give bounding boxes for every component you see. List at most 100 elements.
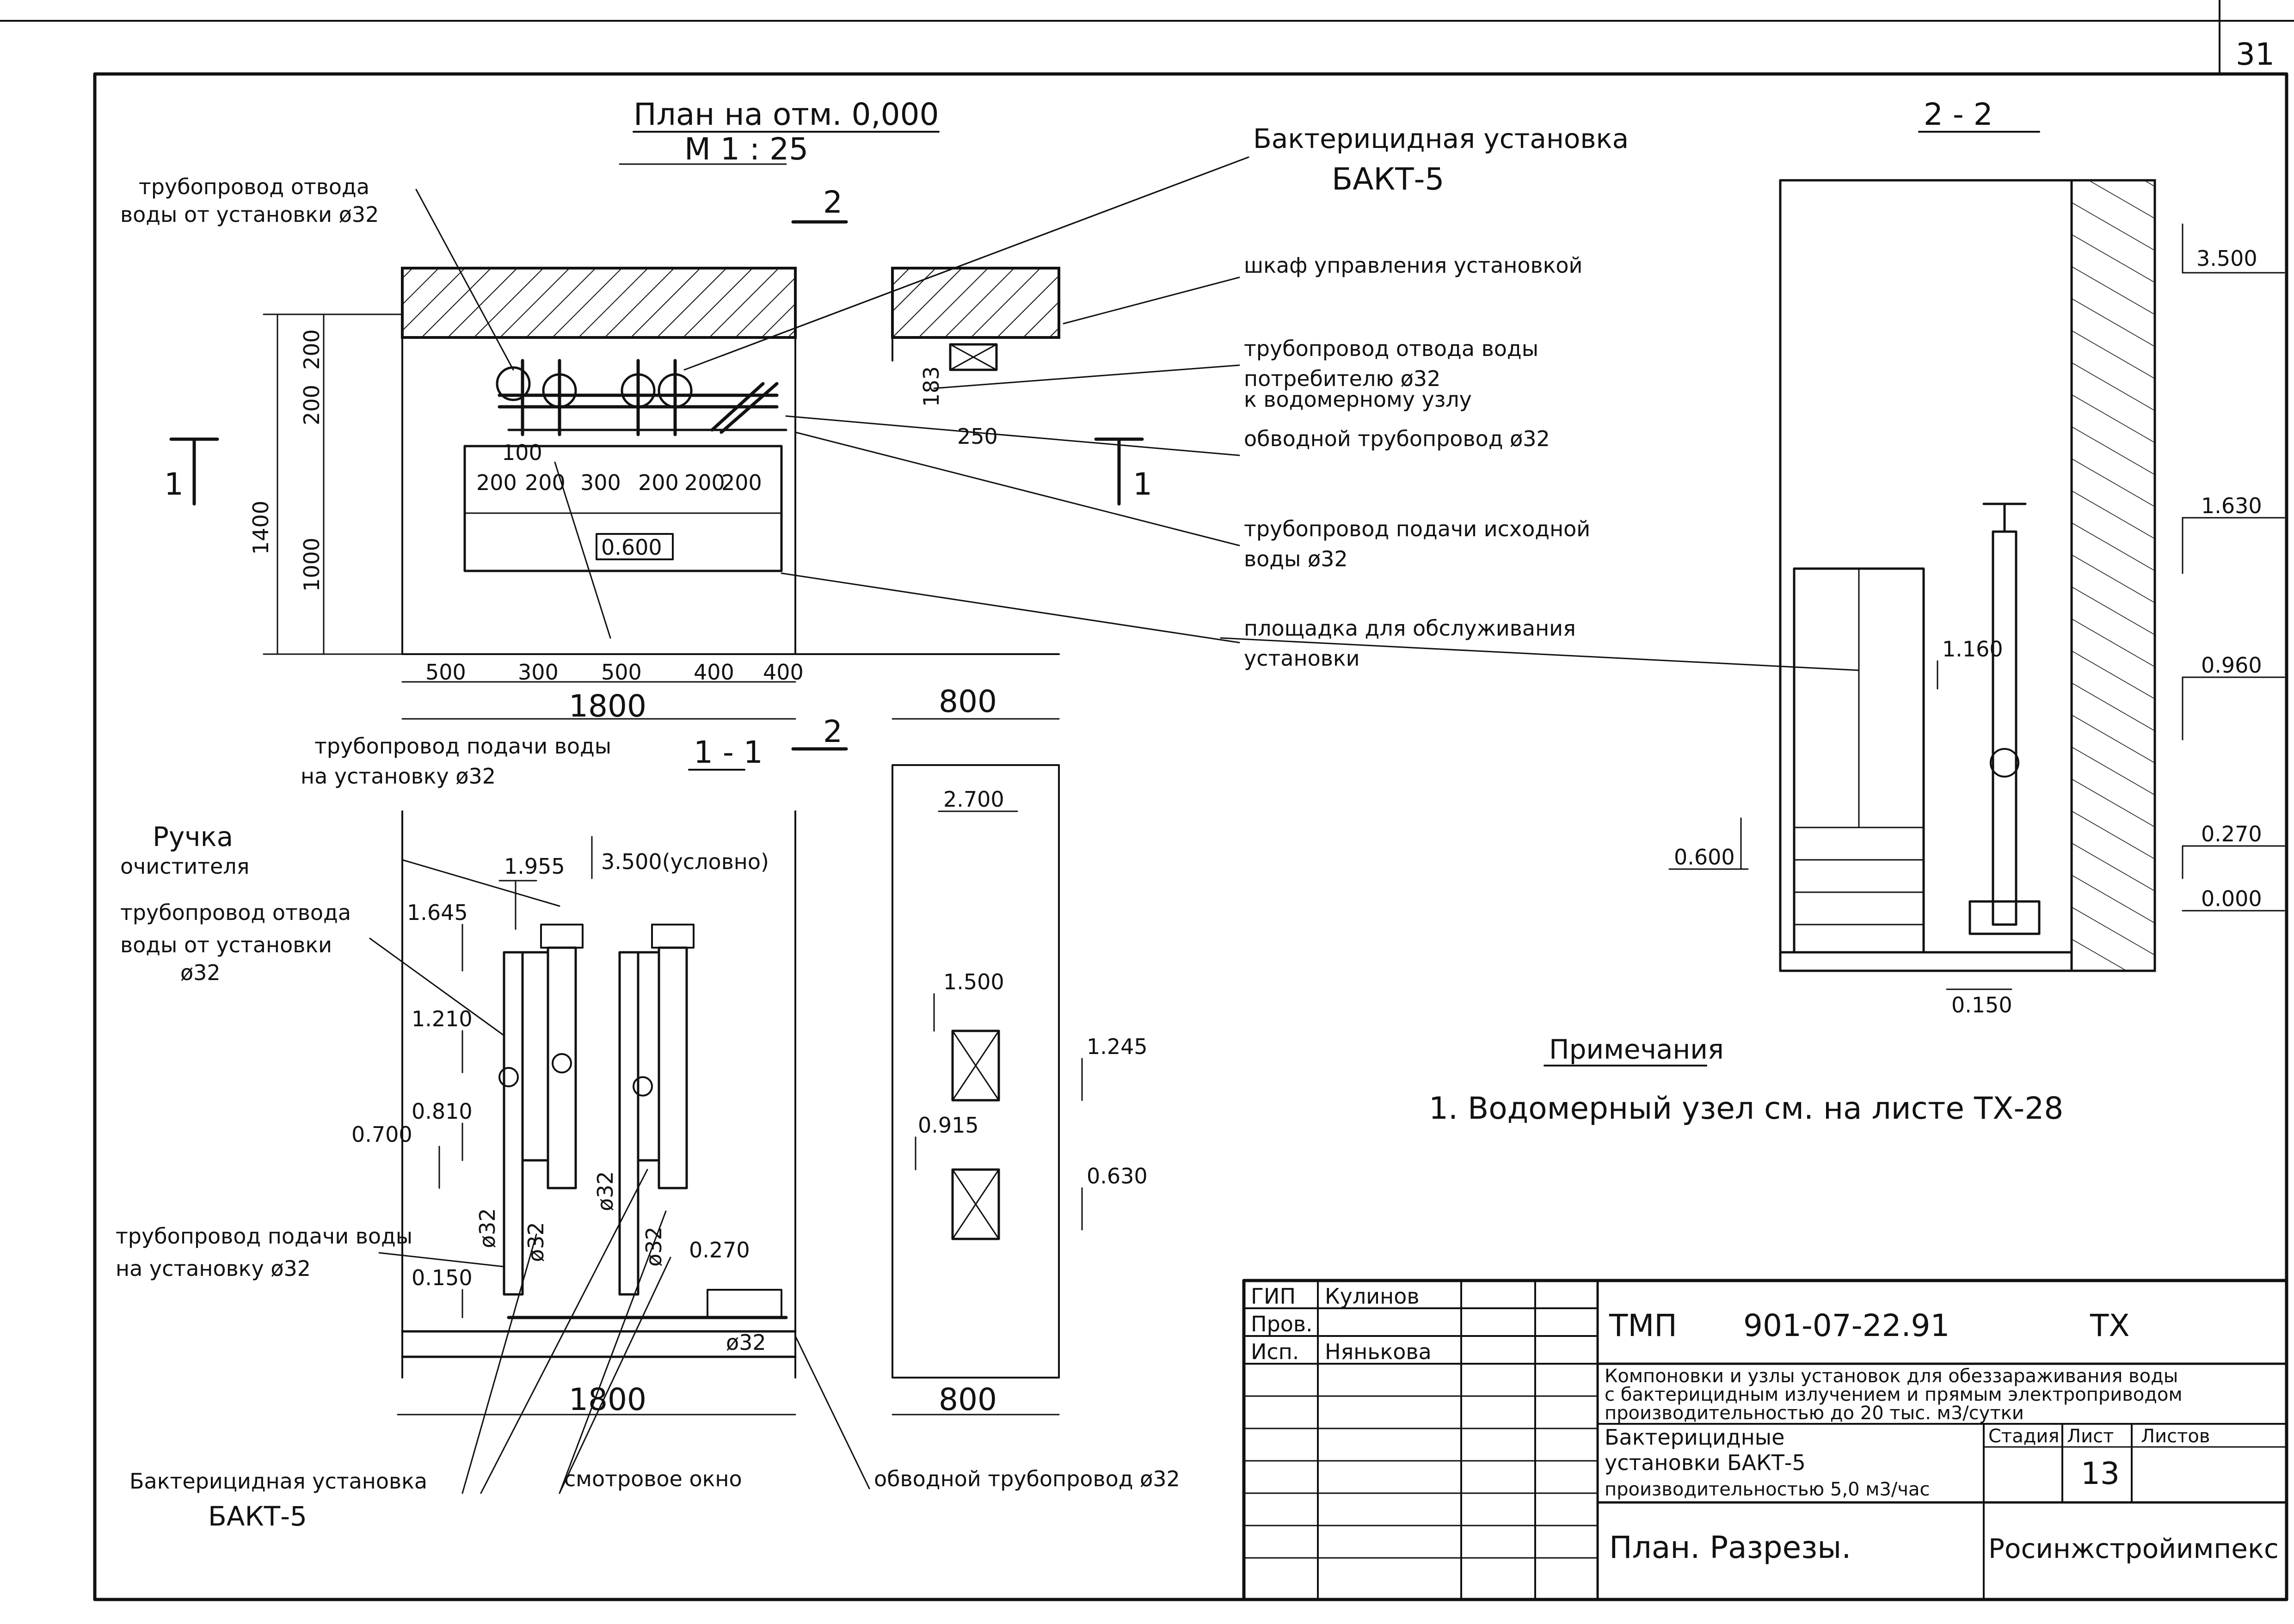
label-unit-1: Бактерицидная установка: [129, 1469, 427, 1494]
stamp-description-2: с бактерицидным излучением и прямым элек…: [1605, 1384, 2183, 1405]
elev-1955: 1.955: [504, 854, 565, 879]
notes-block: Примечания 1. Водомерный узел см. на лис…: [1429, 1034, 2063, 1126]
stamp-role-2: Пров.: [1251, 1311, 1313, 1336]
stamp-sheet-title-2: установки БАКТ-5: [1605, 1450, 1806, 1475]
dim-183: 183: [919, 366, 944, 407]
platform-elevation-label: 0.600: [601, 535, 662, 560]
title-block: ГИП Кулинов Пров. Исп. Нянькова ТМП 901-…: [1242, 1279, 2288, 1601]
callout-platform-2: установки: [1244, 646, 1360, 671]
label-unit-2: БАКТ-5: [208, 1501, 307, 1532]
label-handle-2: очистителя: [120, 854, 249, 879]
dim-400-b: 400: [763, 660, 804, 685]
dim-1000: 1000: [299, 538, 324, 592]
dim-800-plan: 800: [939, 684, 997, 719]
plan-dimensions: 1400 200 200 1000 500 300 500 400 400 18…: [248, 313, 1060, 724]
stamp-sheet-no: 13: [2081, 1456, 2120, 1491]
elev-0915: 0.915: [918, 1113, 979, 1138]
callout-bypass: обводной трубопровод ø32: [1244, 426, 1550, 451]
wall-hatch-right: [891, 267, 1060, 339]
stamp-name-3: Нянькова: [1325, 1339, 1432, 1364]
plan-callouts: Бактерицидная установка БАКТ-5 шкаф упра…: [120, 123, 1629, 789]
unit-2-2: [1992, 530, 2017, 926]
dim-p100: 100: [502, 440, 542, 465]
section-mark-2-bottom: 2: [823, 714, 843, 749]
label-drain-1: трубопровод отвода: [120, 900, 351, 925]
callout-drain-consumer-3: к водомерному узлу: [1244, 387, 1472, 412]
dim-500-a: 500: [425, 660, 466, 685]
callout-drain-consumer-1: трубопровод отвода воды: [1244, 336, 1538, 361]
label-handle-1: Ручка: [153, 821, 233, 852]
wall-2-2: [2070, 179, 2156, 972]
callout-drain-consumer-2: потребителю ø32: [1244, 366, 1440, 391]
label-bypass-1-1: обводной трубопровод ø32: [874, 1466, 1180, 1491]
section-marks: 2 2 1 1: [164, 184, 1152, 751]
section-2-2: 2 - 2 3.500 1.630 0.960 0.270: [1220, 97, 2285, 1017]
label-window: смотровое окно: [564, 1466, 742, 1491]
elev-1645: 1.645: [407, 900, 468, 925]
stamp-col-sheet: Лист: [2067, 1426, 2114, 1447]
section-1-1-elevations: 1.955 3.500(условно) 1.645 1.210 0.810 0…: [351, 836, 769, 1318]
elev-2-2-0270: 0.270: [2201, 821, 2262, 846]
stamp-mark: ТХ: [2090, 1308, 2130, 1343]
unit-pipes-plan: [496, 359, 787, 436]
elev-2-2-1630: 1.630: [2201, 493, 2262, 518]
elev-1245: 1.245: [1087, 1034, 1148, 1059]
callout-source-water-1: трубопровод подачи исходной: [1244, 516, 1590, 541]
label-supply-1: трубопровод подачи воды: [116, 1224, 412, 1249]
section-mark-1-right: 1: [1133, 466, 1152, 502]
cabinet-lower: [951, 1168, 1000, 1240]
callout-drain-from-unit-1: трубопровод отвода: [139, 174, 369, 199]
dim-1400: 1400: [248, 501, 273, 555]
elev-0810: 0.810: [412, 1099, 473, 1124]
label-drain-3: ø32: [180, 960, 221, 985]
dim-400-a: 400: [694, 660, 734, 685]
elev-2-2-0150: 0.150: [1951, 993, 2012, 1017]
stamp-description-3: производительностью до 20 тыс. м3/сутки: [1605, 1403, 2024, 1424]
section-cabinet: 2.700 1.500 1.245 0.915 0.630 800: [892, 764, 1148, 1417]
dim-p200-b: 200: [525, 470, 566, 495]
dim-200-a: 200: [299, 385, 324, 425]
callout-supply-to-unit-1: трубопровод подачи воды: [314, 734, 611, 759]
wall-hatch-left: [401, 267, 797, 339]
callout-drain-from-unit-2: воды от установки ø32: [120, 202, 379, 227]
pipe-label-2: ø32: [523, 1222, 548, 1262]
callout-supply-to-unit-2: на установку ø32: [301, 764, 496, 789]
plan-view: План на отм. 0,000 М 1 : 25 0.600: [164, 97, 1152, 751]
dim-p200-a: 200: [476, 470, 517, 495]
callout-unit-name: Бактерицидная установка: [1253, 123, 1629, 154]
callout-unit-model: БАКТ-5: [1332, 161, 1444, 197]
unit-left: [498, 924, 584, 1296]
pipe-label-3: ø32: [593, 1171, 618, 1211]
stamp-name-1: Кулинов: [1325, 1284, 1420, 1309]
dim-200-b: 200: [299, 329, 324, 370]
dim-p200-d: 200: [684, 470, 725, 495]
plan-scale: М 1 : 25: [684, 131, 808, 167]
section-2-2-elevations: 3.500 1.630 0.960 0.270 0.000 1.160 0.60…: [1668, 223, 2285, 1017]
plan-title: План на отм. 0,000: [633, 97, 939, 132]
elev-2-2-0000: 0.000: [2201, 886, 2262, 911]
service-platform-plan: [463, 445, 783, 572]
pipe-label-4: ø32: [641, 1226, 666, 1267]
callout-platform-1: площадка для обслуживания: [1244, 616, 1576, 641]
stamp-project-number: 901-07-22.91: [1743, 1308, 1950, 1343]
section-mark-2-top: 2: [823, 184, 843, 220]
cabinet-width: 800: [939, 1382, 997, 1417]
elev-0150: 0.150: [412, 1265, 473, 1290]
label-drain-2: воды от установки: [120, 932, 332, 957]
pipe-label-5: ø32: [726, 1330, 766, 1355]
note-item-1: 1. Водомерный узел см. на листе ТХ-28: [1429, 1091, 2063, 1126]
dim-250: 250: [957, 424, 998, 449]
label-supply-2: на установку ø32: [116, 1256, 311, 1281]
dim-300: 300: [518, 660, 559, 685]
elev-2-2-0960: 0.960: [2201, 653, 2262, 678]
elev-2700: 2.700: [943, 787, 1004, 812]
elev-0700: 0.700: [351, 1122, 412, 1147]
elev-2-2-0600: 0.600: [1674, 845, 1735, 870]
elev-1210: 1.210: [412, 1006, 473, 1031]
stamp-organization: Росинжстройимпекс: [1988, 1533, 2279, 1564]
dim-p300: 300: [580, 470, 621, 495]
stamp-code: ТМП: [1609, 1308, 1677, 1343]
